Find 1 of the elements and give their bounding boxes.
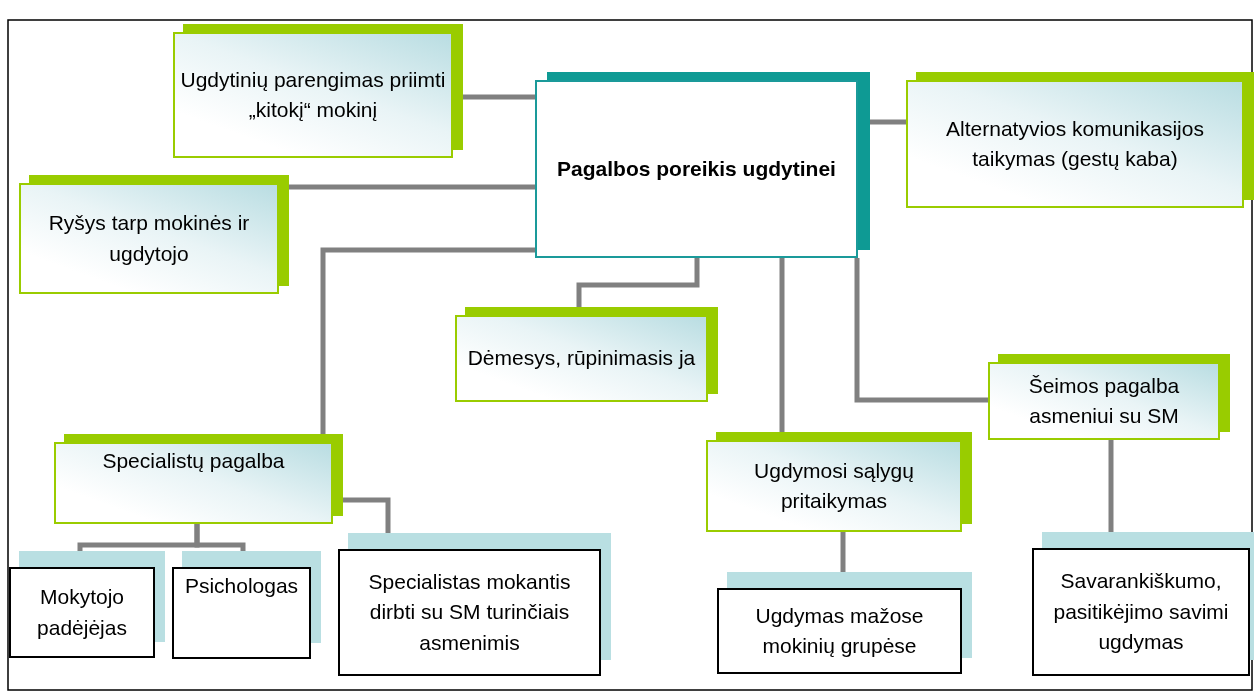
connector-line [854, 258, 988, 403]
